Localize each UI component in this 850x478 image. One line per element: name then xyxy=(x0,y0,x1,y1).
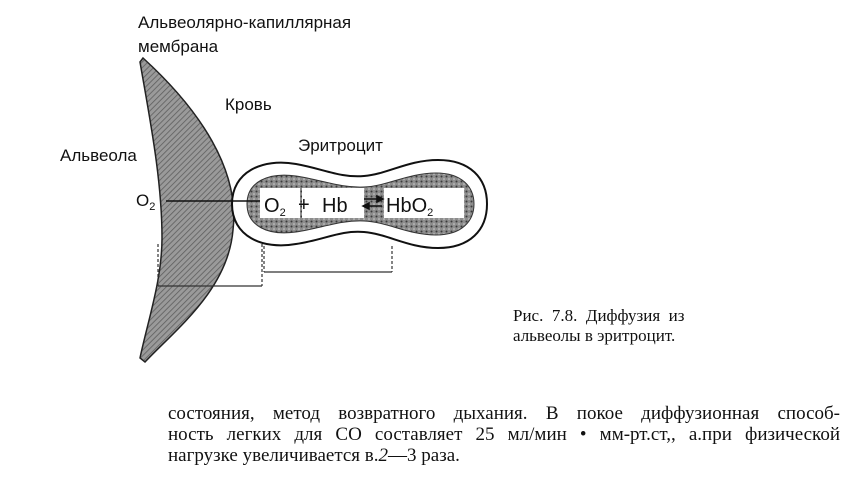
alveolus-label: Альвеола xyxy=(60,146,137,165)
reaction-hb: Hb xyxy=(322,195,348,217)
equilibrium-arrows-icon xyxy=(361,194,385,211)
membrane-label-line1: Альвеолярно-капиллярная xyxy=(138,13,351,32)
blood-label: Кровь xyxy=(225,95,272,114)
body-line2: ность легких для СО составляет 25 мл/мин… xyxy=(168,424,840,445)
body-line1: состояния, метод возвратного дыхания. В … xyxy=(168,403,840,424)
body-line3: нагрузке увеличивается в.2—3 раза. xyxy=(168,445,840,466)
erythrocyte-label: Эритроцит xyxy=(298,136,383,155)
body-line3-part-a: нагрузке увеличивается в. xyxy=(168,445,379,466)
reaction-box-hbo2 xyxy=(384,188,464,218)
membrane-label-line2: мембрана xyxy=(138,37,219,56)
reaction-hbo2: HbO2 xyxy=(386,195,433,219)
reaction-o2: O2 xyxy=(264,195,286,219)
body-paragraph: состояния, метод возвратного дыхания. В … xyxy=(168,403,840,466)
body-line3-part-b: —3 раза. xyxy=(388,445,460,466)
caption-line1: Рис. 7.8. Диффузия из xyxy=(513,306,685,325)
reaction-box-o2 xyxy=(260,188,300,218)
body-line3-italic: 2 xyxy=(378,445,389,466)
reaction-plus: + xyxy=(298,194,310,216)
distance-brackets xyxy=(157,244,393,287)
reaction-box-hb xyxy=(302,188,364,218)
figure-caption: Рис. 7.8. Диффузия из альвеолы в эритроц… xyxy=(513,306,781,346)
alveolar-o2-label: O2 xyxy=(136,191,155,213)
caption-line2: альвеолы в эритроцит. xyxy=(513,326,676,345)
